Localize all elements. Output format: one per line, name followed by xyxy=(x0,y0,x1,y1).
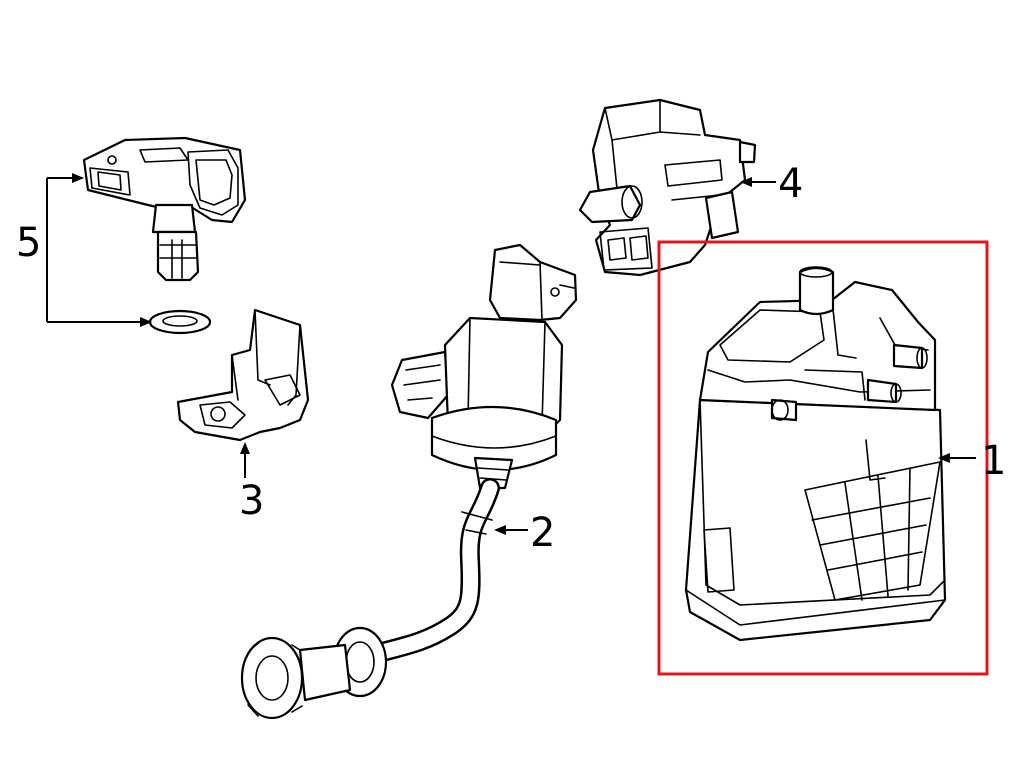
callout-number-1: 1 xyxy=(981,438,1006,484)
highlight-box-part-1 xyxy=(657,240,989,676)
part-4-pressure-valve[interactable] xyxy=(578,98,757,277)
part-3-bracket[interactable] xyxy=(176,308,310,442)
part-1-vapor-canister[interactable] xyxy=(684,266,947,642)
callout-number-3: 3 xyxy=(239,478,264,524)
part-5-sensor[interactable] xyxy=(82,136,247,282)
callout-number-2: 2 xyxy=(530,510,555,556)
callout-number-4: 4 xyxy=(778,161,803,207)
callout-number-5: 5 xyxy=(16,220,41,266)
part-2-purge-valve[interactable] xyxy=(390,243,578,472)
part-5-o-ring[interactable] xyxy=(148,309,212,335)
part-2-hose[interactable] xyxy=(240,456,514,720)
